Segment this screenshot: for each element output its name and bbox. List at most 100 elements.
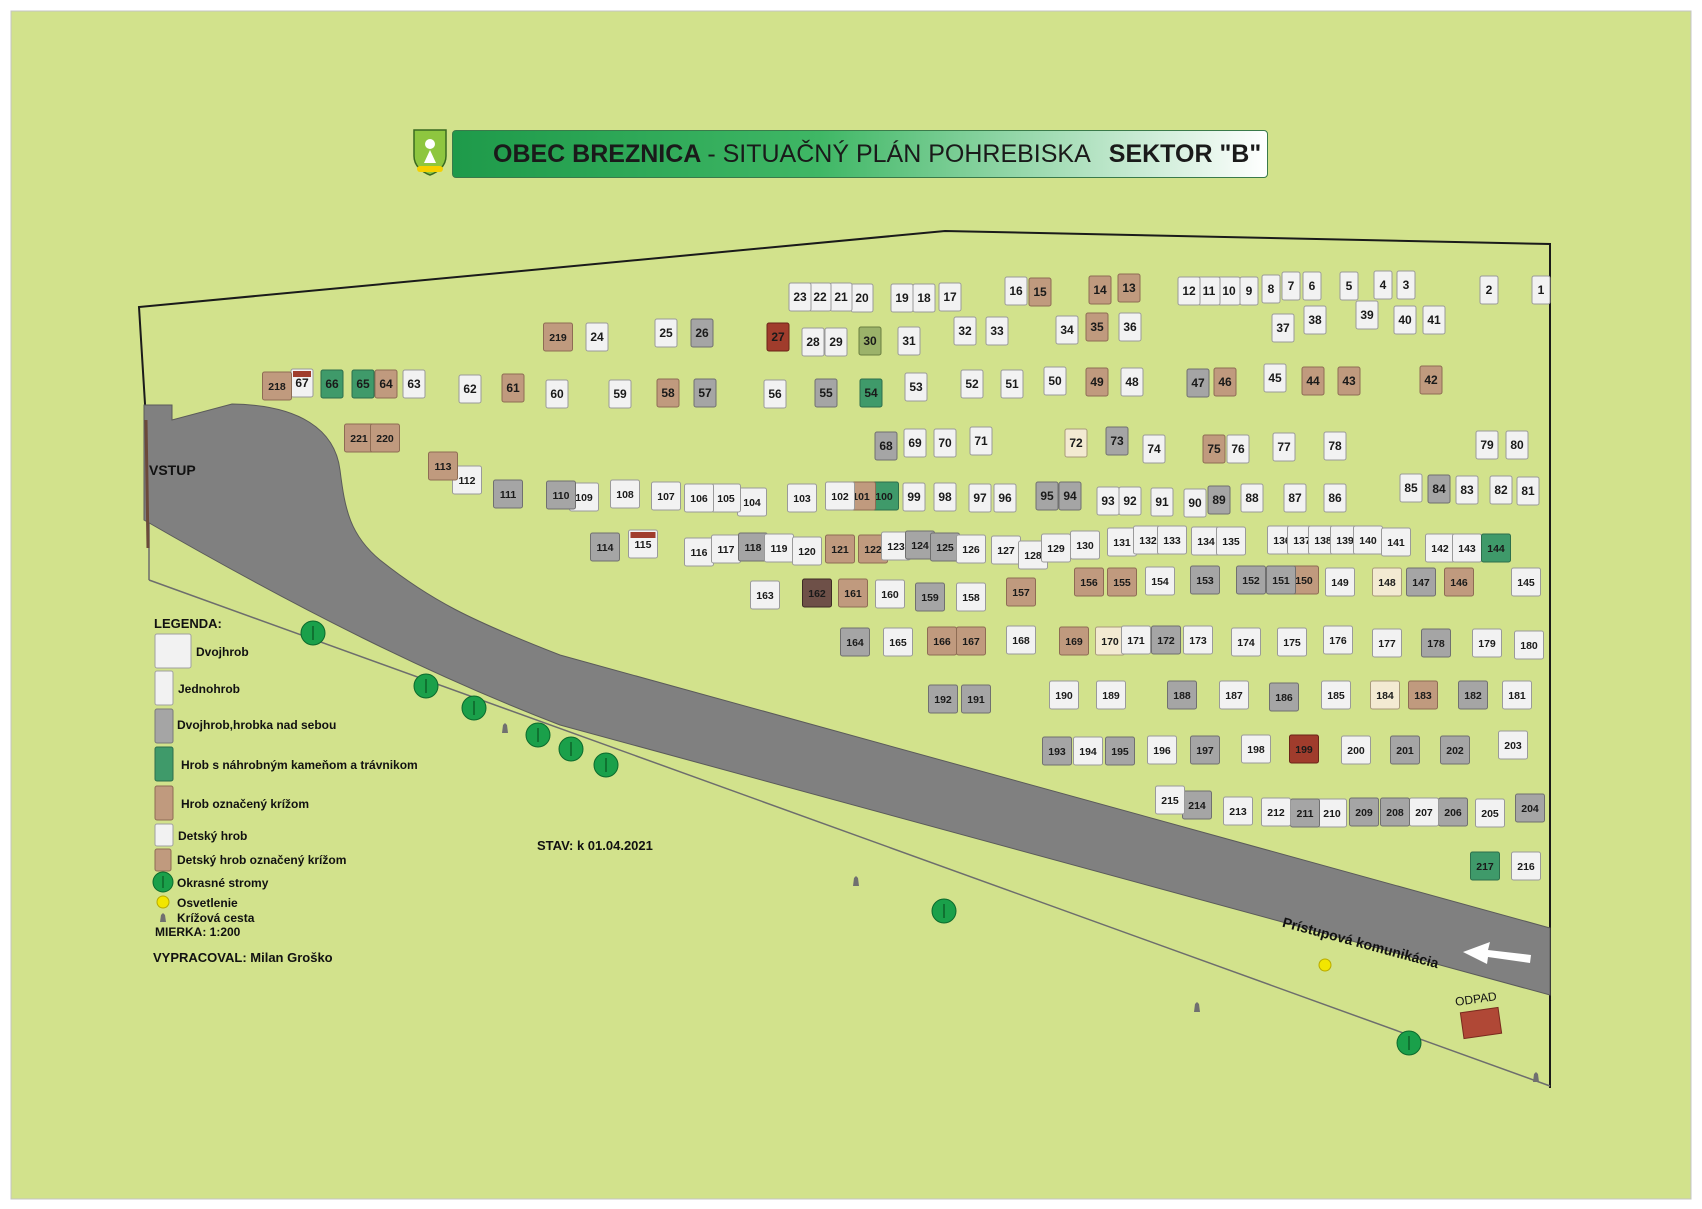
grave-shape [1515,793,1545,823]
grave-plot: 208 [1380,797,1410,827]
grave-plot: 193 [1042,736,1072,766]
grave-number: 46 [1218,375,1232,389]
grave-plot: 107 [651,481,681,511]
title-subtitle: - SITUAČNÝ PLÁN POHREBISKA [707,139,1091,168]
grave-plot: 159 [915,582,945,612]
grave-plot: 92 [1118,486,1142,516]
grave-number: 59 [613,387,627,401]
grave-plot: 199 [1289,734,1319,764]
grave-number: 215 [1161,795,1179,807]
grave-number: 188 [1173,690,1191,702]
grave-shape [651,481,681,511]
grave-number: 4 [1380,278,1387,292]
grave-plot: 24 [585,322,609,352]
grave-plot: 14 [1088,275,1112,305]
grave-shape [750,580,780,610]
grave-number: 67 [295,376,309,390]
grave-plot: 21 [829,282,853,312]
grave-plot: 120 [792,536,822,566]
grave-plot: 6 [1302,271,1322,301]
grave-number: 221 [350,433,368,445]
grave-number: 54 [864,386,878,400]
grave-plot: 7 [1281,271,1301,301]
grave-shape [690,318,714,348]
grave-number: 63 [407,377,421,391]
grave-shape [1096,486,1120,516]
grave-number: 111 [500,489,517,501]
grave-plot: 214 [1182,790,1212,820]
grave-number: 57 [698,386,712,400]
legend-item-label: Jednohrob [178,682,240,696]
grave-shape [1481,533,1511,563]
grave-number: 98 [938,490,952,504]
station-icon [502,723,508,733]
grave-plot: 198 [1241,734,1271,764]
legend-swatch-cross [154,785,174,821]
grave-plot: 8 [1261,274,1281,304]
grave-number: 151 [1272,575,1290,587]
grave-shape [1145,566,1175,596]
grave-shape [1373,270,1393,300]
grave-plot: 172 [1151,625,1181,655]
grave-shape [1006,577,1036,607]
grave-shape [874,431,898,461]
grave-plot: 70 [933,428,957,458]
grave-shape [1408,680,1438,710]
grave-shape [956,582,986,612]
grave-shape [1427,474,1451,504]
grave-plot: 95 [1035,481,1059,511]
grave-number: 69 [908,436,922,450]
entrance-label: VSTUP [149,462,196,478]
grave-number: 148 [1378,577,1396,589]
grave-shape [1261,274,1281,304]
grave-shape [1070,530,1100,560]
grave-number: 146 [1450,577,1468,589]
grave-shape [1105,426,1129,456]
grave-shape [933,428,957,458]
grave-number: 40 [1398,313,1412,327]
grave-number: 103 [793,493,811,505]
grave-number: 66 [325,377,339,391]
grave-number: 48 [1125,375,1139,389]
grave-shape [1150,487,1174,517]
grave-number: 82 [1494,483,1508,497]
grave-shape [1475,798,1505,828]
grave-number: 201 [1396,745,1414,757]
grave-number: 173 [1189,635,1207,647]
grave-plot: 71 [969,426,993,456]
grave-number: 97 [973,491,987,505]
grave-number: 16 [1009,284,1023,298]
grave-shape [883,627,913,657]
grave-number: 64 [379,377,393,391]
grave-number: 24 [590,330,604,344]
grave-plot: 141 [1381,527,1411,557]
legend-swatch-lawn [154,746,174,782]
grave-shape [1028,277,1052,307]
grave-number: 211 [1297,808,1314,820]
grave-number: 14 [1093,283,1107,297]
stations-layer [502,723,1539,1082]
grave-number: 159 [921,592,939,604]
grave-shape [501,373,525,403]
grave-shape [1190,565,1220,595]
grave-plot: 1 [1531,275,1551,305]
grave-plot: 135 [1216,526,1246,556]
grave-shape [1323,483,1347,513]
grave-shape [1472,628,1502,658]
grave-plot: 16 [1004,276,1028,306]
grave-number: 65 [356,377,370,391]
grave-shape [1004,276,1028,306]
grave-plot: 91 [1150,487,1174,517]
grave-shape [802,578,832,608]
grave-number: 95 [1040,489,1054,503]
grave-number: 56 [768,387,782,401]
grave-number: 30 [863,334,877,348]
grave-plot: 163 [750,580,780,610]
grave-number: 150 [1295,575,1313,587]
grave-number: 147 [1412,577,1430,589]
grave-plot: 17 [938,282,962,312]
grave-number: 204 [1521,803,1539,815]
grave-plot: 47 [1186,368,1210,398]
grave-number: 107 [657,491,675,503]
grave-shape [1349,797,1379,827]
